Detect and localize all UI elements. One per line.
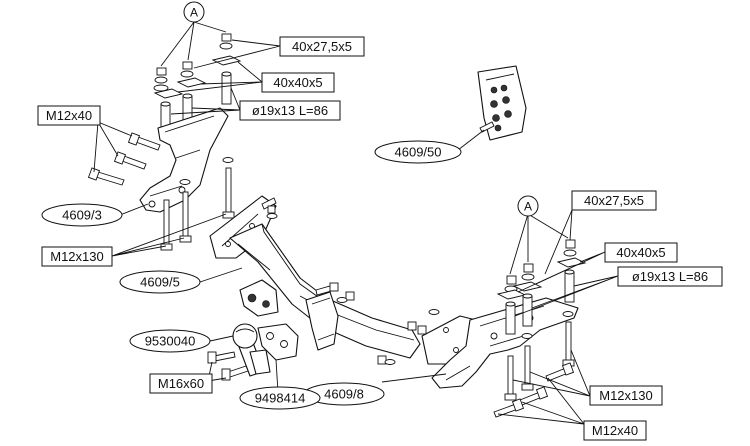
svg-text:ø19x13 L=86: ø19x13 L=86 <box>632 269 708 284</box>
marker-a-right: A <box>517 195 539 217</box>
svg-text:9498414: 9498414 <box>255 391 306 406</box>
main-crossbar <box>209 195 477 365</box>
left-side-bolts <box>87 132 161 186</box>
svg-text:M12x130: M12x130 <box>599 388 652 403</box>
svg-text:M12x40: M12x40 <box>46 108 92 123</box>
svg-text:40x40x5: 40x40x5 <box>616 245 665 260</box>
svg-text:40x27,5x5: 40x27,5x5 <box>292 39 352 54</box>
label-washer-40x40-right: 40x40x5 <box>604 242 678 263</box>
label-bolt-m12x40-right: M12x40 <box>583 420 647 441</box>
svg-text:M16x60: M16x60 <box>158 376 204 391</box>
left-side-bracket <box>139 107 229 213</box>
svg-text:A: A <box>190 6 198 20</box>
label-ball-plate-9498414: 9498414 <box>239 386 321 410</box>
svg-text:4609/50: 4609/50 <box>395 145 442 160</box>
leader-lines <box>93 21 619 425</box>
svg-text:ø19x13 L=86: ø19x13 L=86 <box>252 103 328 118</box>
left-square-washer-2 <box>153 88 184 99</box>
left-nut-a2 <box>180 61 194 78</box>
left-long-bolts <box>160 157 235 251</box>
label-bolt-m12x130-right: M12x130 <box>589 385 663 406</box>
towball-ball <box>232 323 258 349</box>
label-spacer-right: ø19x13 L=86 <box>617 266 723 287</box>
label-bolt-m16x60: M16x60 <box>149 373 213 394</box>
svg-text:40x40x5: 40x40x5 <box>273 75 322 90</box>
hardware-kit-inset <box>477 65 527 141</box>
label-crossbar-4609-5: 4609/5 <box>119 270 201 294</box>
label-bolt-m12x40-left: M12x40 <box>37 105 101 126</box>
label-washer-40x40-left: 40x40x5 <box>261 72 335 93</box>
right-side-bracket <box>431 297 579 389</box>
svg-text:4609/5: 4609/5 <box>140 275 180 290</box>
svg-text:A: A <box>524 200 532 214</box>
left-square-washer-3 <box>176 77 207 88</box>
label-bracket-4609-3: 4609/3 <box>41 203 123 227</box>
left-nut-a1 <box>153 67 169 92</box>
svg-text:4609/8: 4609/8 <box>324 387 364 402</box>
svg-text:4609/3: 4609/3 <box>62 208 102 223</box>
label-washer-40x27-right: 40x27,5x5 <box>571 190 657 211</box>
label-towball-9530040: 9530040 <box>129 329 211 353</box>
label-washer-40x27-left: 40x27,5x5 <box>279 36 365 57</box>
svg-text:M12x40: M12x40 <box>592 423 638 438</box>
left-nut-a3 <box>219 33 233 50</box>
label-bolt-m12x130-left: M12x130 <box>41 246 113 267</box>
svg-text:M12x130: M12x130 <box>50 249 103 264</box>
label-spacer-left: ø19x13 L=86 <box>239 100 341 121</box>
label-bracket-4609-8: 4609/8 <box>303 382 385 406</box>
label-kit-4609-50: 4609/50 <box>374 140 462 164</box>
marker-a-left: A <box>183 1 205 23</box>
crossbar-bolts-left <box>261 197 440 365</box>
svg-text:40x27,5x5: 40x27,5x5 <box>584 193 644 208</box>
svg-text:9530040: 9530040 <box>145 334 196 349</box>
towball-assembly <box>207 323 299 381</box>
